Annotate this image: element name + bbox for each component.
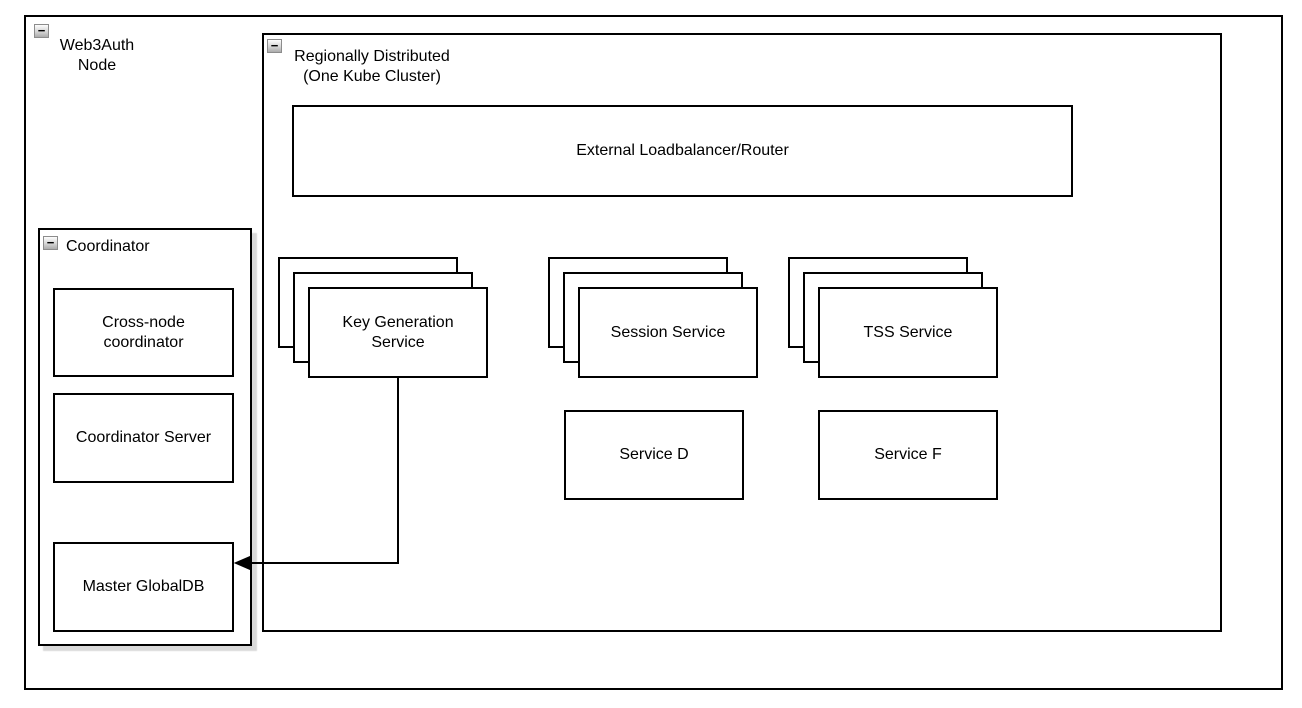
tss-service-label: TSS Service xyxy=(863,323,953,341)
session-service-label: Session Service xyxy=(610,323,726,341)
key-generation-service-label: Key Generation Service xyxy=(342,313,454,351)
session-service-stack[interactable]: Session Service xyxy=(548,257,758,378)
key-generation-service-node[interactable]: Key Generation Service xyxy=(308,287,488,378)
collapse-icon[interactable]: − xyxy=(43,236,58,250)
tss-service-stack[interactable]: TSS Service xyxy=(788,257,998,378)
web3auth-node-label-line2: Node xyxy=(77,57,117,74)
cross-node-coordinator-node[interactable]: Cross-node coordinator xyxy=(53,288,234,377)
tss-service-node[interactable]: TSS Service xyxy=(818,287,998,378)
service-f-node[interactable]: Service F xyxy=(818,410,998,500)
master-globaldb-label: Master GlobalDB xyxy=(82,578,205,595)
master-globaldb-node[interactable]: Master GlobalDB xyxy=(53,542,234,632)
coordinator-container[interactable]: − Coordinator Cross-node coordinator Coo… xyxy=(38,228,252,646)
web3auth-node-container[interactable]: − Web3Auth Node − Regionally Distributed… xyxy=(24,15,1283,690)
web3auth-node-label: Web3Auth Node xyxy=(42,36,152,76)
collapse-icon[interactable]: − xyxy=(34,24,49,38)
regional-cluster-label-line1: Regionally Distributed xyxy=(294,48,450,65)
external-loadbalancer-node[interactable]: External Loadbalancer/Router xyxy=(292,105,1073,197)
service-d-node[interactable]: Service D xyxy=(564,410,744,500)
coordinator-server-label: Coordinator Server xyxy=(75,429,212,446)
key-generation-service-stack[interactable]: Key Generation Service xyxy=(278,257,488,378)
session-service-node[interactable]: Session Service xyxy=(578,287,758,378)
regional-cluster-label-line2: (One Kube Cluster) xyxy=(303,68,441,85)
collapse-icon[interactable]: − xyxy=(267,39,282,53)
regional-cluster-container[interactable]: − Regionally Distributed (One Kube Clust… xyxy=(262,33,1222,632)
external-loadbalancer-label: External Loadbalancer/Router xyxy=(576,142,789,159)
service-d-label: Service D xyxy=(619,446,689,463)
coordinator-server-node[interactable]: Coordinator Server xyxy=(53,393,234,483)
cross-node-coordinator-label: Cross-node coordinator xyxy=(102,313,185,351)
service-f-label: Service F xyxy=(874,446,942,463)
regional-cluster-label: Regionally Distributed (One Kube Cluster… xyxy=(286,47,458,87)
coordinator-label: Coordinator xyxy=(66,238,150,255)
web3auth-node-label-line1: Web3Auth xyxy=(59,37,135,54)
